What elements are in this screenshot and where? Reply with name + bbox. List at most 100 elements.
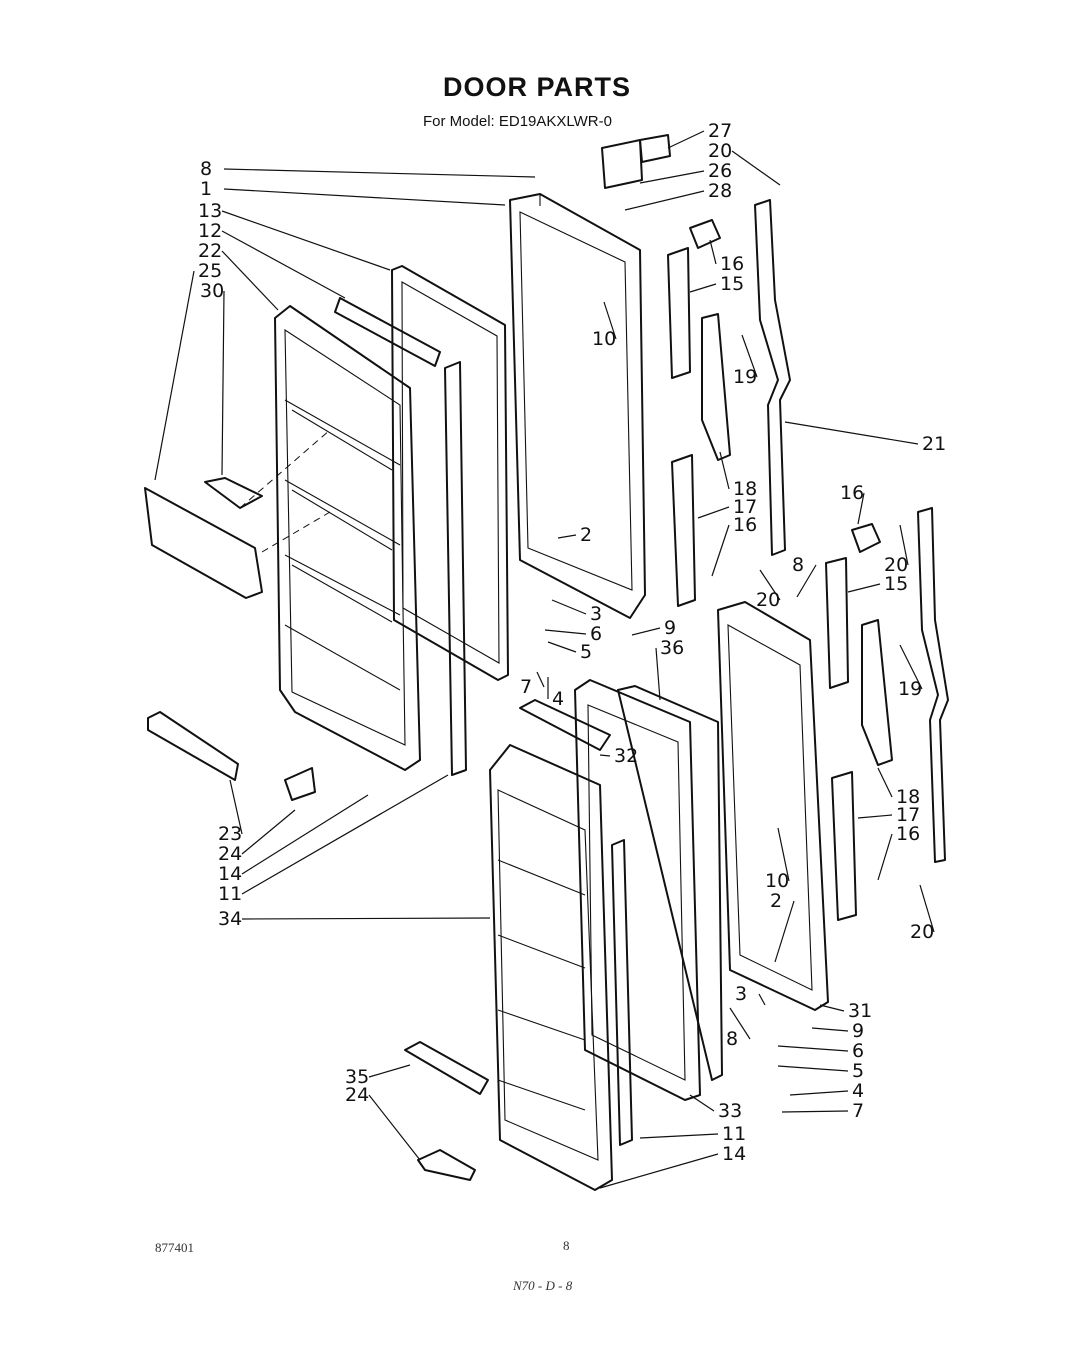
leader-line: [221, 230, 346, 299]
fresh-food-bracket: [417, 1149, 476, 1181]
callout-10: 10: [592, 328, 616, 350]
ff-handle-cover-lower: [831, 771, 857, 921]
callout-5: 5: [580, 641, 592, 663]
leader-line: [777, 1045, 849, 1052]
fresh-food-breaker-strip: [611, 839, 633, 1146]
ff-handle-end-cap: [851, 523, 881, 553]
fresh-food-gasket: [574, 679, 723, 1101]
leader-line: [368, 1064, 411, 1078]
leader-line: [811, 1027, 849, 1032]
leader-line: [781, 1110, 849, 1113]
freezer-door-frame: [509, 193, 646, 619]
callout-12: 12: [198, 220, 222, 242]
freezer-bracket: [284, 767, 316, 801]
leader-line: [536, 671, 545, 688]
leader-line: [221, 250, 279, 311]
leader-line: [599, 754, 611, 757]
callout-23: 23: [218, 823, 242, 845]
leader-line: [223, 188, 506, 206]
handle-cover-lower: [671, 454, 696, 607]
leader-line: [221, 290, 225, 476]
leader-line: [551, 599, 587, 615]
callout-11: 11: [722, 1123, 746, 1145]
leader-line: [899, 644, 923, 690]
leader-line: [241, 774, 449, 895]
leader-line: [789, 1090, 849, 1096]
callout-32: 32: [614, 745, 638, 767]
leader-line: [689, 1094, 715, 1112]
callout-36: 36: [660, 637, 684, 659]
callout-20: 20: [708, 140, 732, 162]
leader-line: [689, 283, 717, 293]
handle-cover-upper: [667, 247, 691, 379]
leader-lines: [154, 130, 935, 1189]
fresh-food-bottom-trim: [404, 1041, 489, 1095]
callout-17: 17: [896, 804, 920, 826]
callout-24: 24: [218, 843, 242, 865]
callout-25: 25: [198, 260, 222, 282]
leader-line: [241, 809, 296, 855]
leader-line: [857, 492, 865, 525]
leader-line: [667, 130, 705, 149]
callout-3: 3: [735, 983, 747, 1005]
callout-18: 18: [896, 786, 920, 808]
model-subtitle: For Model: ED19AKXLWR-0: [423, 113, 612, 130]
callout-5: 5: [852, 1060, 864, 1082]
ff-handle-cover-upper: [825, 557, 849, 689]
callout-16: 16: [896, 823, 920, 845]
callout-18: 18: [733, 478, 757, 500]
page-title: DOOR PARTS: [443, 72, 632, 102]
leader-line: [544, 629, 587, 635]
callout-27: 27: [708, 120, 732, 142]
ice-tray-part: [204, 477, 263, 509]
leader-line: [697, 506, 730, 519]
leader-line: [759, 569, 781, 601]
leader-line: [877, 833, 893, 881]
freezer-gasket: [391, 265, 509, 681]
callout-19: 19: [733, 366, 757, 388]
ff-handle-spacer: [861, 619, 893, 766]
callout-20: 20: [884, 554, 908, 576]
callout-8: 8: [792, 554, 804, 576]
leader-line: [221, 210, 391, 271]
leader-line: [796, 564, 817, 598]
leader-line: [624, 190, 705, 211]
freezer-top-cap: [334, 297, 441, 367]
leader-line: [599, 1153, 719, 1189]
model-plate: [639, 134, 671, 163]
callout-8: 8: [200, 158, 212, 180]
callout-20: 20: [756, 589, 780, 611]
leader-line: [719, 451, 730, 490]
callout-21: 21: [922, 433, 946, 455]
leader-line: [229, 779, 243, 835]
page-number: 8: [563, 1238, 570, 1253]
callout-22: 22: [198, 240, 222, 262]
leader-line: [877, 767, 893, 798]
callout-31: 31: [848, 1000, 872, 1022]
leader-line: [603, 301, 617, 340]
leader-line: [731, 150, 781, 186]
document-number: 877401: [155, 1240, 194, 1255]
callout-2: 2: [580, 524, 592, 546]
leader-line: [631, 627, 661, 636]
freezer-bottom-trim: [147, 711, 239, 781]
freezer-breaker-strip: [444, 361, 467, 776]
leader-line: [639, 170, 705, 184]
callout-11: 11: [218, 883, 242, 905]
callout-16: 16: [720, 253, 744, 275]
callout-33: 33: [718, 1100, 742, 1122]
callout-24: 24: [345, 1084, 369, 1106]
nameplate: [601, 139, 643, 189]
leader-line: [758, 993, 766, 1006]
leader-line: [819, 1004, 845, 1012]
callout-6: 6: [852, 1040, 864, 1062]
callout-15: 15: [720, 273, 744, 295]
leader-line: [709, 239, 717, 265]
callout-1: 1: [200, 178, 212, 200]
leader-line: [655, 647, 661, 701]
leader-line: [241, 917, 491, 920]
leader-line: [729, 1007, 751, 1040]
callout-15: 15: [884, 573, 908, 595]
callout-10: 10: [765, 870, 789, 892]
